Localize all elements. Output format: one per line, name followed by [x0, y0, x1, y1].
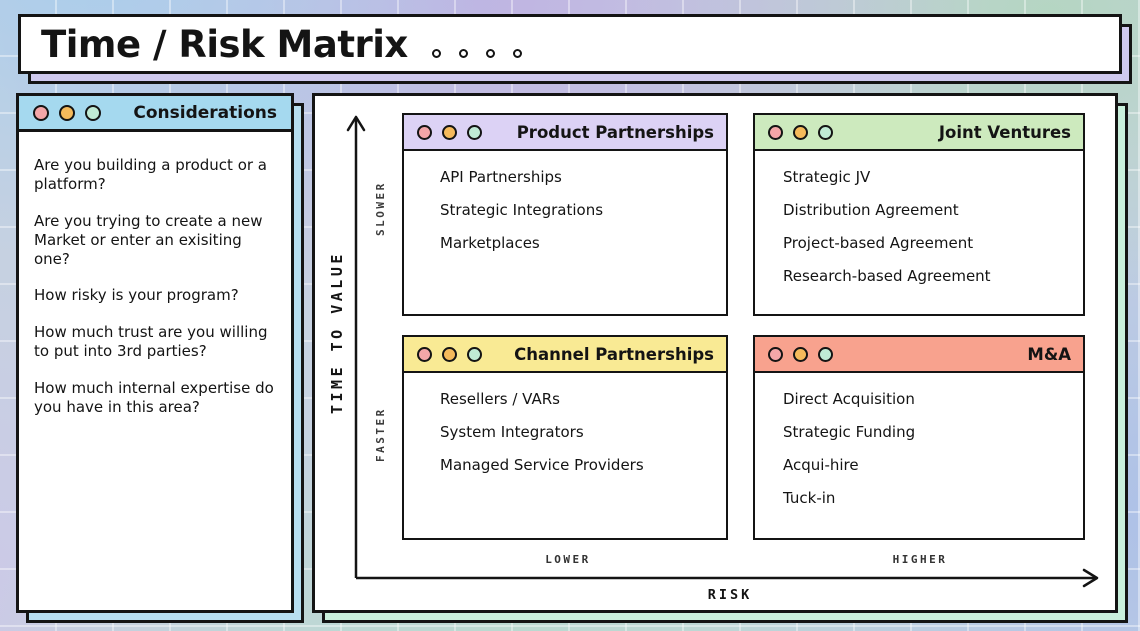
consideration-question: Are you trying to create a new Market or… — [34, 211, 263, 268]
x-axis-arrow-icon — [1082, 568, 1099, 588]
traffic-light-orange-icon — [442, 346, 457, 362]
matrix-panel: TIME TO VALUE SLOWER FASTER LOWER HIGHER… — [312, 93, 1118, 613]
x-axis-label: RISK — [707, 587, 753, 603]
x-axis-left-tick-label: LOWER — [545, 553, 591, 566]
traffic-lights — [417, 346, 482, 362]
traffic-lights — [768, 346, 833, 362]
title-dot-icon — [485, 48, 495, 58]
traffic-light-mint-icon — [467, 346, 482, 362]
list-item: Strategic Integrations — [440, 201, 604, 219]
quadrant-header: Joint Ventures — [755, 115, 1083, 151]
x-axis-right-tick-label: HIGHER — [892, 553, 948, 566]
traffic-light-orange-icon — [442, 124, 457, 140]
considerations-questions: Are you building a product or a platform… — [19, 132, 291, 417]
quadrant-header: Channel Partnerships — [404, 337, 726, 373]
list-item: Distribution Agreement — [783, 201, 959, 219]
list-item: Marketplaces — [440, 234, 540, 252]
quadrant-title: Channel Partnerships — [514, 344, 714, 364]
page-title: Time / Risk Matrix — [41, 22, 408, 66]
title-dot-icon — [458, 48, 468, 58]
list-item: Acqui-hire — [783, 456, 859, 474]
traffic-light-mint-icon — [818, 124, 833, 140]
quadrant-title: Joint Ventures — [938, 122, 1071, 142]
traffic-lights — [768, 124, 833, 140]
list-item: System Integrators — [440, 423, 584, 441]
quadrant-header: M&A — [755, 337, 1083, 373]
traffic-light-mint-icon — [85, 104, 101, 121]
title-bar: Time / Risk Matrix — [18, 14, 1122, 74]
title-dot-icon — [431, 48, 441, 58]
quadrant-header: Product Partnerships — [404, 115, 726, 151]
list-item: Direct Acquisition — [783, 390, 915, 408]
traffic-light-pink-icon — [768, 346, 783, 362]
quadrant-channel-partnerships: Channel Partnerships Resellers / VARs Sy… — [402, 335, 728, 540]
traffic-light-pink-icon — [33, 104, 49, 121]
title-dot-icon — [512, 48, 522, 58]
traffic-light-orange-icon — [59, 104, 75, 121]
quadrant-product-partnerships: Product Partnerships API Partnerships St… — [402, 113, 728, 316]
quadrant-ma: M&A Direct Acquisition Strategic Funding… — [753, 335, 1085, 540]
axes — [346, 115, 1099, 588]
traffic-light-pink-icon — [417, 124, 432, 140]
list-item: Strategic Funding — [783, 423, 916, 441]
quadrant-items: Direct Acquisition Strategic Funding Acq… — [755, 373, 1083, 507]
consideration-question: How much internal expertise do you have … — [34, 379, 274, 417]
traffic-lights — [417, 124, 482, 140]
quadrant-items: Resellers / VARs System Integrators Mana… — [404, 373, 726, 474]
traffic-light-orange-icon — [793, 124, 808, 140]
list-item: Research-based Agreement — [783, 267, 991, 285]
quadrant-items: Strategic JV Distribution Agreement Proj… — [755, 151, 1083, 285]
traffic-light-pink-icon — [417, 346, 432, 362]
list-item: Strategic JV — [783, 168, 871, 186]
traffic-lights — [33, 104, 101, 121]
list-item: API Partnerships — [440, 168, 562, 186]
traffic-light-orange-icon — [793, 346, 808, 362]
title-dots — [431, 48, 522, 58]
quadrant-title: M&A — [1027, 344, 1071, 364]
list-item: Resellers / VARs — [440, 390, 560, 408]
quadrant-title: Product Partnerships — [516, 122, 714, 142]
list-item: Managed Service Providers — [440, 456, 644, 474]
quadrant-items: API Partnerships Strategic Integrations … — [404, 151, 726, 252]
considerations-panel: Considerations Are you building a produc… — [16, 93, 294, 613]
consideration-question: How much trust are you willing to put in… — [34, 323, 268, 361]
y-axis-arrow-icon — [346, 115, 366, 132]
traffic-light-mint-icon — [818, 346, 833, 362]
traffic-light-mint-icon — [467, 124, 482, 140]
list-item: Project-based Agreement — [783, 234, 974, 252]
traffic-light-pink-icon — [768, 124, 783, 140]
consideration-question: Are you building a product or a platform… — [34, 156, 267, 193]
list-item: Tuck-in — [783, 489, 836, 507]
consideration-question: How risky is your program? — [34, 286, 239, 305]
quadrant-joint-ventures: Joint Ventures Strategic JV Distribution… — [753, 113, 1085, 316]
considerations-header: Considerations — [19, 96, 291, 132]
considerations-title: Considerations — [133, 102, 277, 123]
